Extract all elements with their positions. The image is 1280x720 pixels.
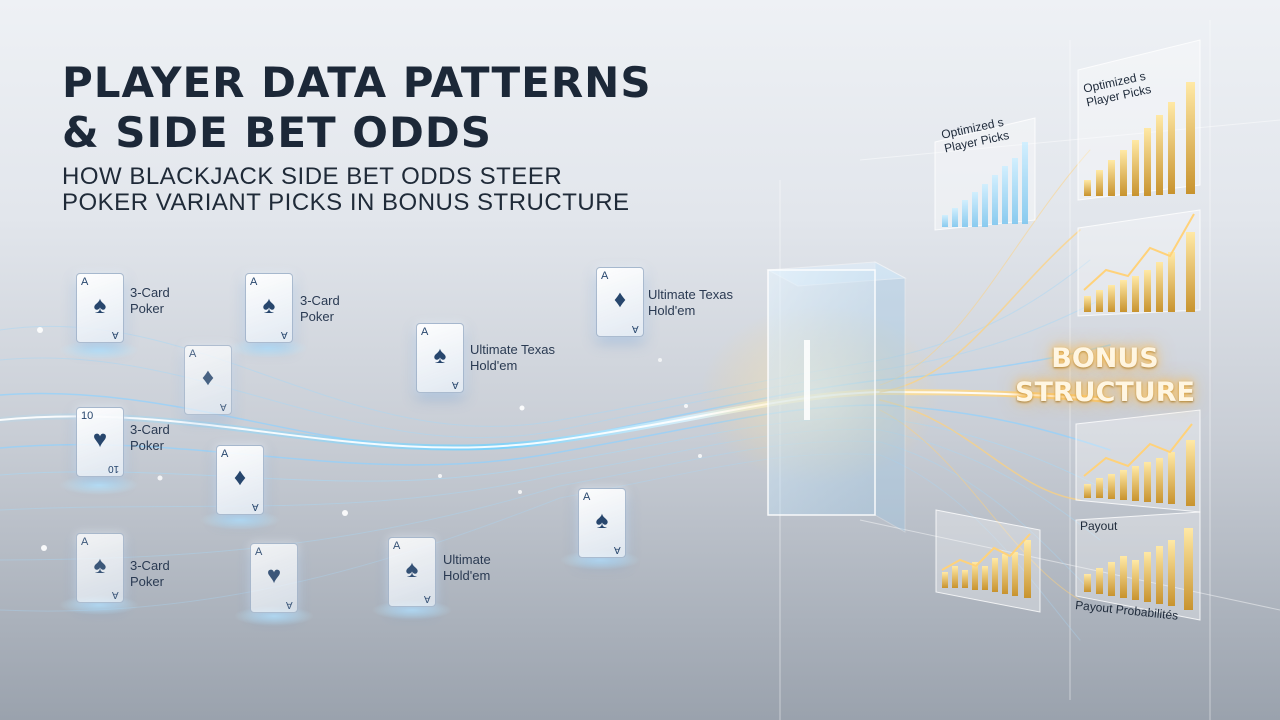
playing-card-ten-hearts: 10 ♥ 10 bbox=[76, 407, 124, 477]
playing-card-ace-diamonds: A ♦ A bbox=[184, 345, 232, 415]
title-line-2: & SIDE BET ODDS bbox=[62, 108, 492, 157]
spade-icon: ♠ bbox=[405, 556, 419, 583]
playing-card-ace-diamonds: A ♦ A bbox=[596, 267, 644, 337]
playing-card-ace-spades: A ♠ A bbox=[416, 323, 464, 393]
heart-icon: ♥ bbox=[92, 426, 108, 453]
transformer-box bbox=[700, 261, 940, 533]
spade-icon: ♠ bbox=[93, 552, 107, 579]
spade-icon: ♠ bbox=[262, 292, 276, 319]
chart-panel-6 bbox=[1075, 511, 1201, 621]
chart-panel-3 bbox=[1077, 209, 1201, 317]
spade-icon: ♠ bbox=[595, 507, 609, 534]
playing-card-ace-spades: A ♠ A bbox=[578, 488, 626, 558]
chart-panel-1 bbox=[934, 117, 1036, 231]
playing-card-ace-spades: A ♠ A bbox=[76, 533, 124, 603]
heart-icon: ♥ bbox=[266, 562, 282, 589]
playing-card-ace-hearts: A ♥ A bbox=[250, 543, 298, 613]
page-subtitle: HOW BLACKJACK SIDE BET ODDS STEER POKER … bbox=[62, 164, 630, 216]
diamond-icon: ♦ bbox=[613, 286, 627, 313]
subtitle-line-2: POKER VARIANT PICKS IN BONUS STRUCTURE bbox=[62, 189, 630, 216]
subtitle-line-1: HOW BLACKJACK SIDE BET ODDS STEER bbox=[62, 163, 563, 190]
chart-panel-4 bbox=[1075, 409, 1201, 513]
chart-panel-2 bbox=[1077, 39, 1201, 201]
title-line-1: PLAYER DATA PATTERNS bbox=[62, 58, 652, 107]
spade-icon: ♠ bbox=[433, 342, 447, 369]
playing-card-ace-spades: A ♠ A bbox=[245, 273, 293, 343]
diamond-icon: ♦ bbox=[201, 364, 215, 391]
diamond-icon: ♦ bbox=[233, 464, 247, 491]
playing-card-ace-spades: A ♠ A bbox=[388, 537, 436, 607]
bonus-structure-label: BONUS STRUCTURE bbox=[1015, 343, 1195, 408]
playing-card-ace-spades: A ♠ A bbox=[76, 273, 124, 343]
panel-label-payout: Payout bbox=[1080, 519, 1118, 533]
spade-icon: ♠ bbox=[93, 292, 107, 319]
page-title: PLAYER DATA PATTERNS & SIDE BET ODDS bbox=[62, 58, 652, 158]
playing-card-ace-diamonds: A ♦ A bbox=[216, 445, 264, 515]
chart-panel-5 bbox=[935, 509, 1041, 613]
sparkle-dots bbox=[37, 327, 702, 551]
